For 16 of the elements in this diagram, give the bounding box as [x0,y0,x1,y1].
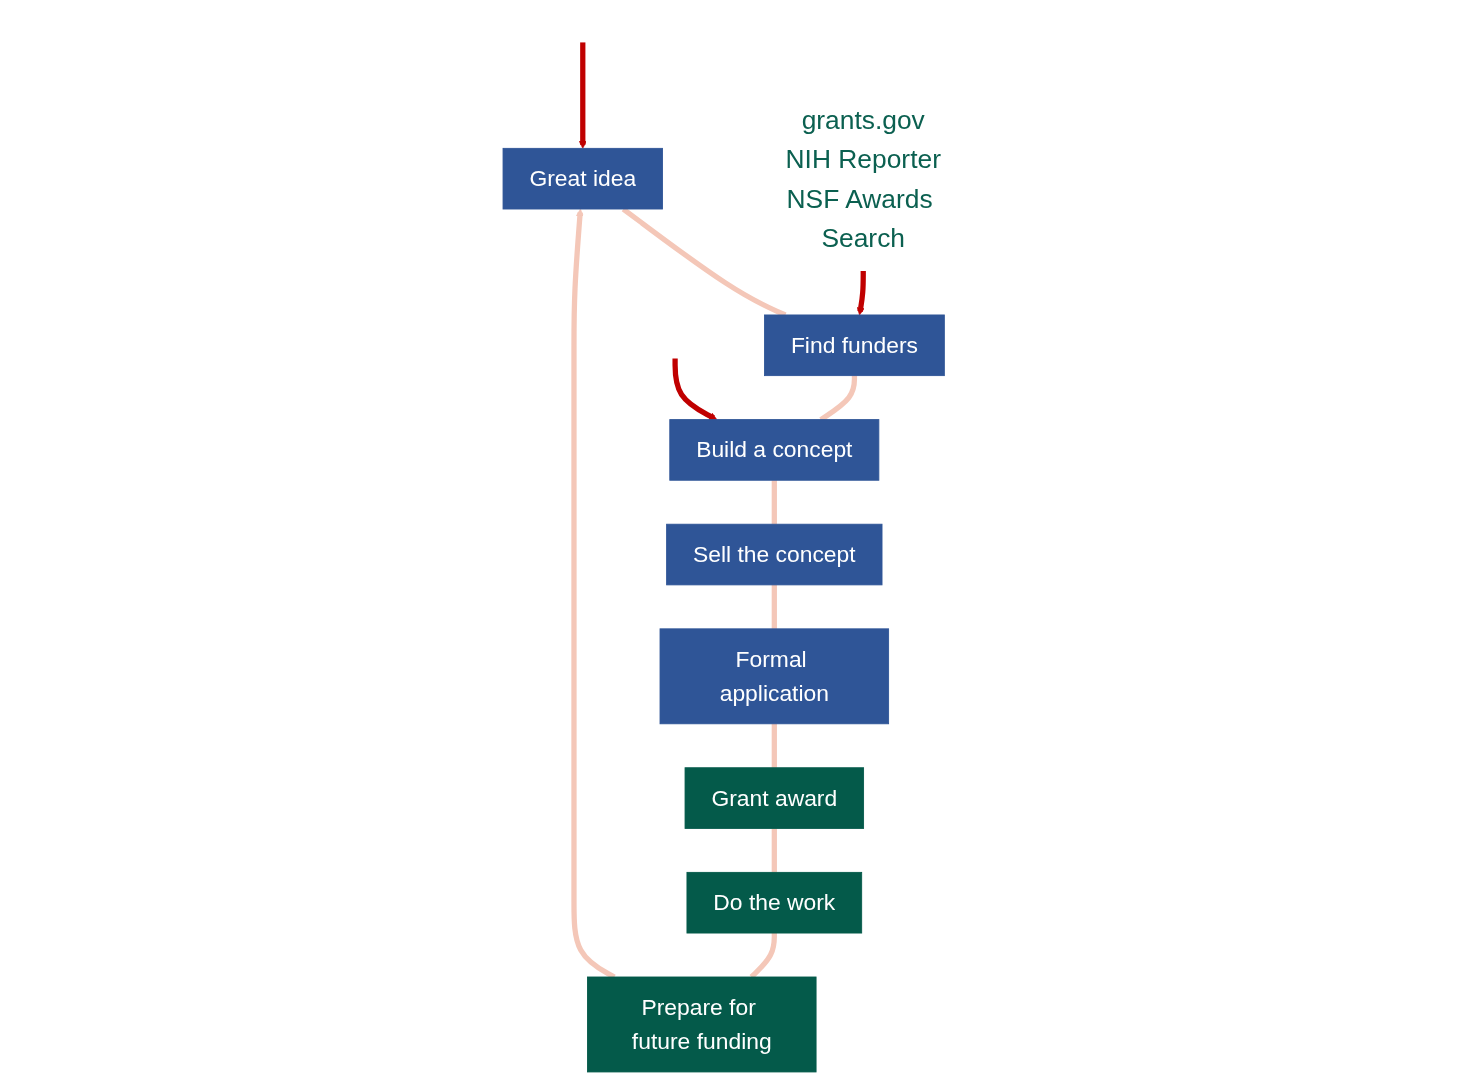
node-box: Find funders [763,314,945,376]
node-box: Prepare for future funding [586,976,817,1072]
node-box: Do the work [686,871,862,933]
connector [771,827,777,872]
node-box: Great idea [502,147,663,209]
node-box: Formal application [659,627,889,724]
arrow [856,270,866,315]
connector [771,723,777,768]
node-box: Grant award [684,766,864,829]
node-box: Build a concept [669,418,879,481]
arrow [578,41,587,149]
connector [771,479,777,524]
node-box: Sell the concept [665,523,883,585]
connector [771,584,777,629]
arrow [672,358,717,420]
node-text: grants.gov NIH Reporter NSF Awards Search [785,104,941,253]
